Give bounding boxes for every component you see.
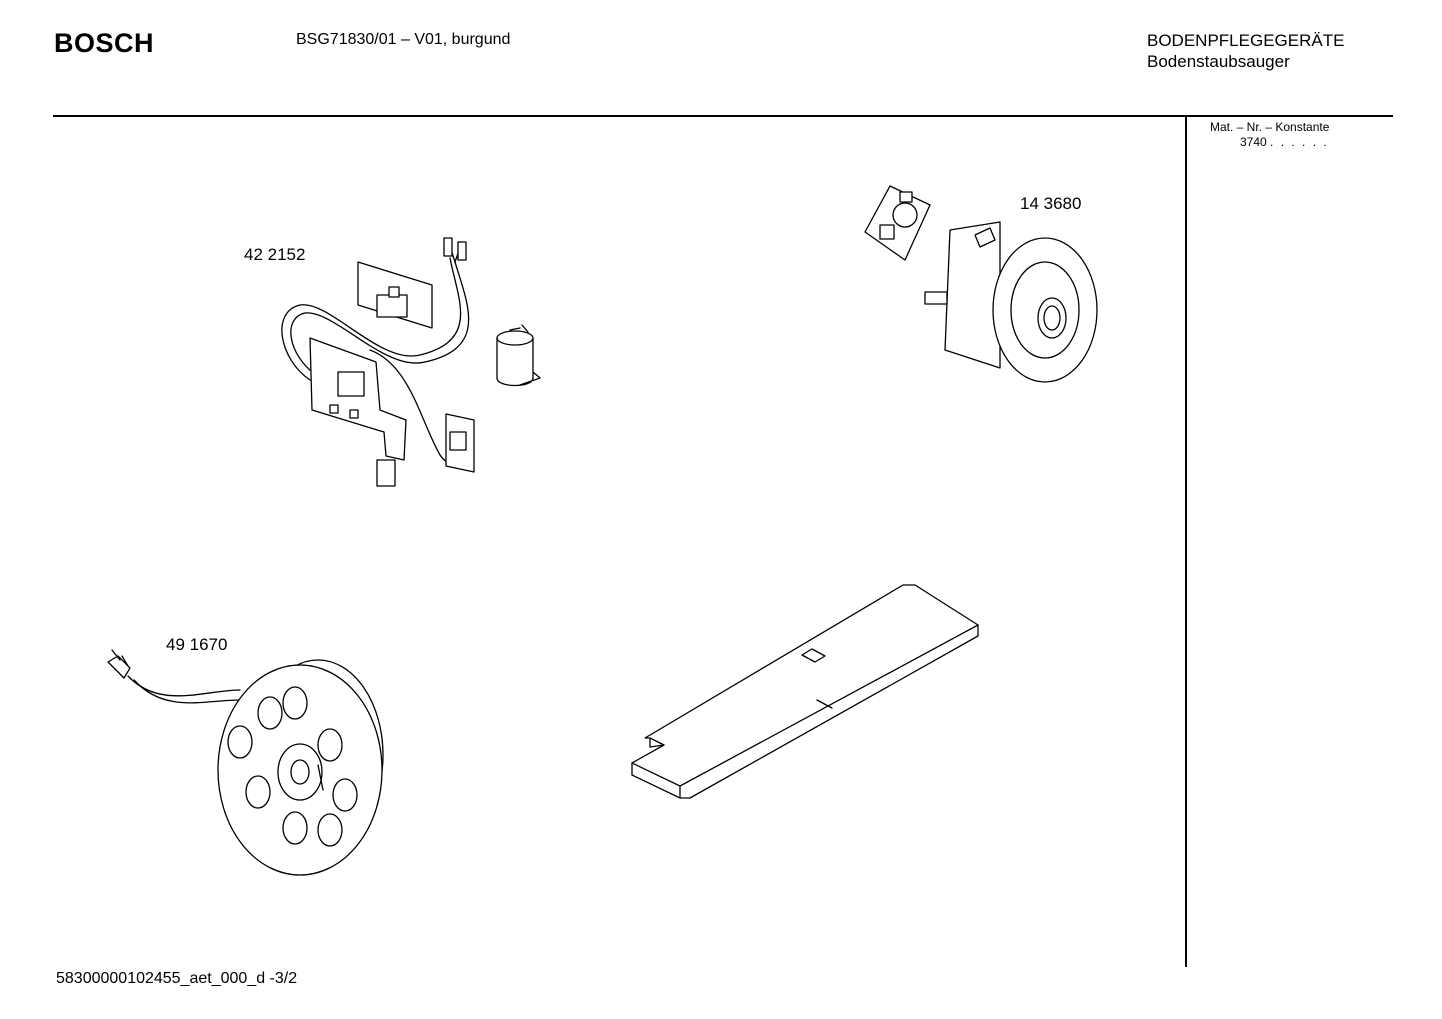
cable-reel-drawing <box>107 649 384 876</box>
brand-logo: BOSCH <box>54 28 155 58</box>
category-main: BODENPFLEGEGERÄTE <box>1147 31 1345 50</box>
base-plate-drawing <box>631 584 979 799</box>
motor-drawing <box>864 185 1098 383</box>
electronics-module-drawing <box>281 237 541 487</box>
mat-nr-dots: . . . . . . <box>1270 135 1329 149</box>
side-column-rule <box>1185 117 1187 967</box>
model-title: BSG71830/01 – V01, burgund <box>296 31 511 48</box>
document-id: 58300000102455_aet_000_d -3/2 <box>56 970 298 987</box>
category-sub: Bodenstaubsauger <box>1147 52 1290 71</box>
header-rule <box>53 115 1393 117</box>
part-number-491670: 49 1670 <box>166 635 228 654</box>
mat-nr-number: 3740 <box>1240 135 1267 149</box>
mat-nr-value: 3740 . . . . . . <box>1240 135 1329 149</box>
mat-nr-label: Mat. – Nr. – Konstante <box>1210 120 1330 134</box>
part-number-422152: 42 2152 <box>244 245 306 264</box>
part-number-143680: 14 3680 <box>1020 194 1082 213</box>
